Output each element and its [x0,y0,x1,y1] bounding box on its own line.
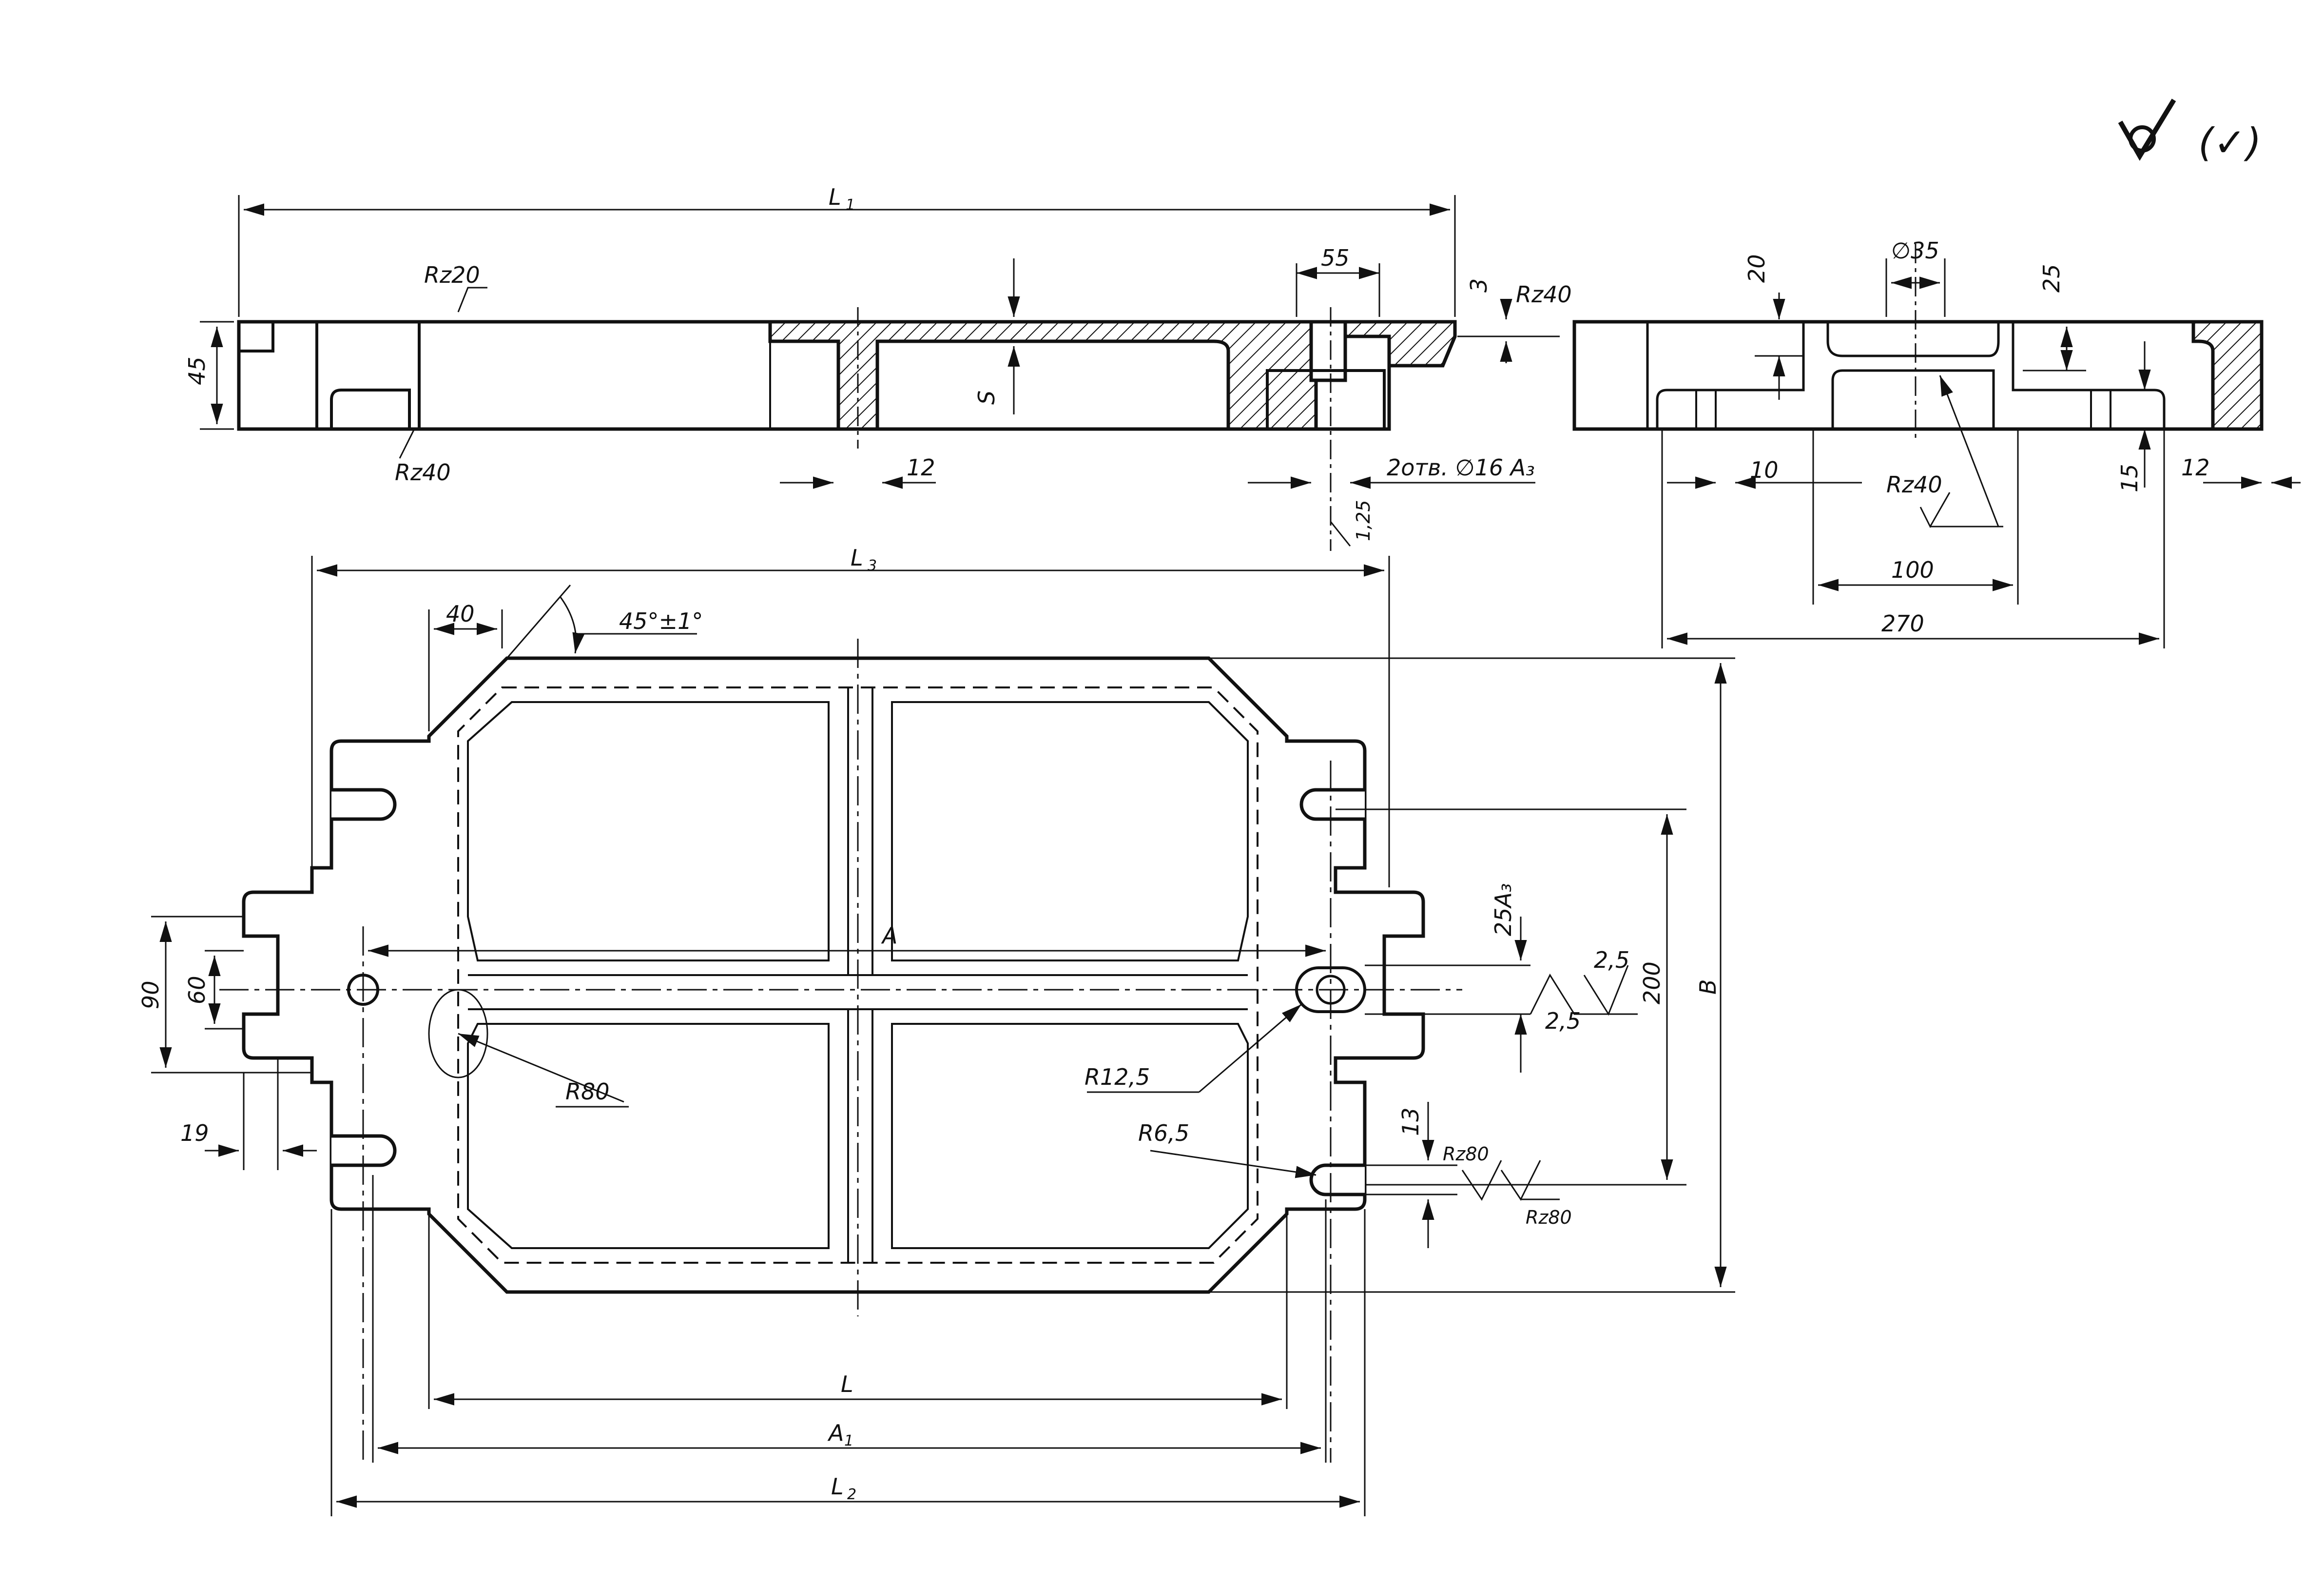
dim-2-5-a: 2,5 [1594,947,1629,973]
dim-A1: A [827,1420,844,1446]
dim-25: 25 [2038,264,2065,293]
dim-45: 45 [184,356,210,385]
dim-13: 13 [1397,1107,1424,1136]
dim-40: 40 [446,601,475,627]
roughness-mark: (✓) [2118,98,2261,165]
roughness-general: (✓) [2198,120,2261,165]
dim-L1: L [829,184,841,210]
dim-phi35: ∅35 [1891,237,1939,264]
dim-12: 12 [907,454,935,481]
dim-L2: L [831,1473,844,1500]
dim-B: B [1695,979,1721,995]
dim-60: 60 [184,976,210,1004]
rough-rz40-side: Rz40 [1886,471,1942,498]
front-section-dimensions [200,195,1560,547]
tol-1-25: 1,25 [1353,500,1374,541]
dim-A1-sub: 1 [844,1432,853,1449]
dim-25A3: 25A₃ [1490,883,1516,936]
dim-10: 10 [1750,457,1779,483]
dim-L3-sub: 3 [868,557,877,574]
dim-200: 200 [1639,961,1665,1004]
dim-270: 270 [1881,610,1924,637]
dim-R12-5: R12,5 [1085,1064,1150,1090]
rough-rz20: Rz20 [424,262,480,288]
dim-55: 55 [1321,245,1350,271]
dim-12-side: 12 [2181,454,2210,481]
front-section-view [237,307,1457,551]
rough-rz40-left: Rz40 [395,459,451,486]
dim-L1-sub: 1 [846,196,855,214]
side-section-view [1572,244,2264,439]
dim-15: 15 [2116,464,2143,492]
dim-S: S [973,391,1000,405]
dim-R6-5: R6,5 [1138,1120,1189,1146]
dim-L2-sub: 2 [847,1486,856,1503]
rough-rz80-a: Rz80 [1443,1143,1489,1165]
dim-angle: 45°±1° [619,608,703,634]
dim-L: L [841,1371,853,1397]
dim-3: 3 [1466,278,1492,293]
dim-A: A [881,922,897,949]
dim-19: 19 [180,1120,209,1146]
holes-note: 2отв. ∅16 A₃ [1387,454,1535,481]
dim-20: 20 [1743,254,1770,283]
dim-100: 100 [1891,557,1934,583]
plan-view [219,639,1462,1463]
dim-90: 90 [137,980,164,1009]
side-section-dimensions [1661,258,2301,648]
rough-rz40-right: Rz40 [1516,281,1572,308]
dim-R80: R80 [565,1078,610,1105]
dim-L3: L [851,545,863,571]
rough-rz80-b: Rz80 [1526,1207,1572,1228]
dim-2-5-b: 2,5 [1545,1008,1581,1034]
plan-view-dimensions [151,556,1735,1516]
